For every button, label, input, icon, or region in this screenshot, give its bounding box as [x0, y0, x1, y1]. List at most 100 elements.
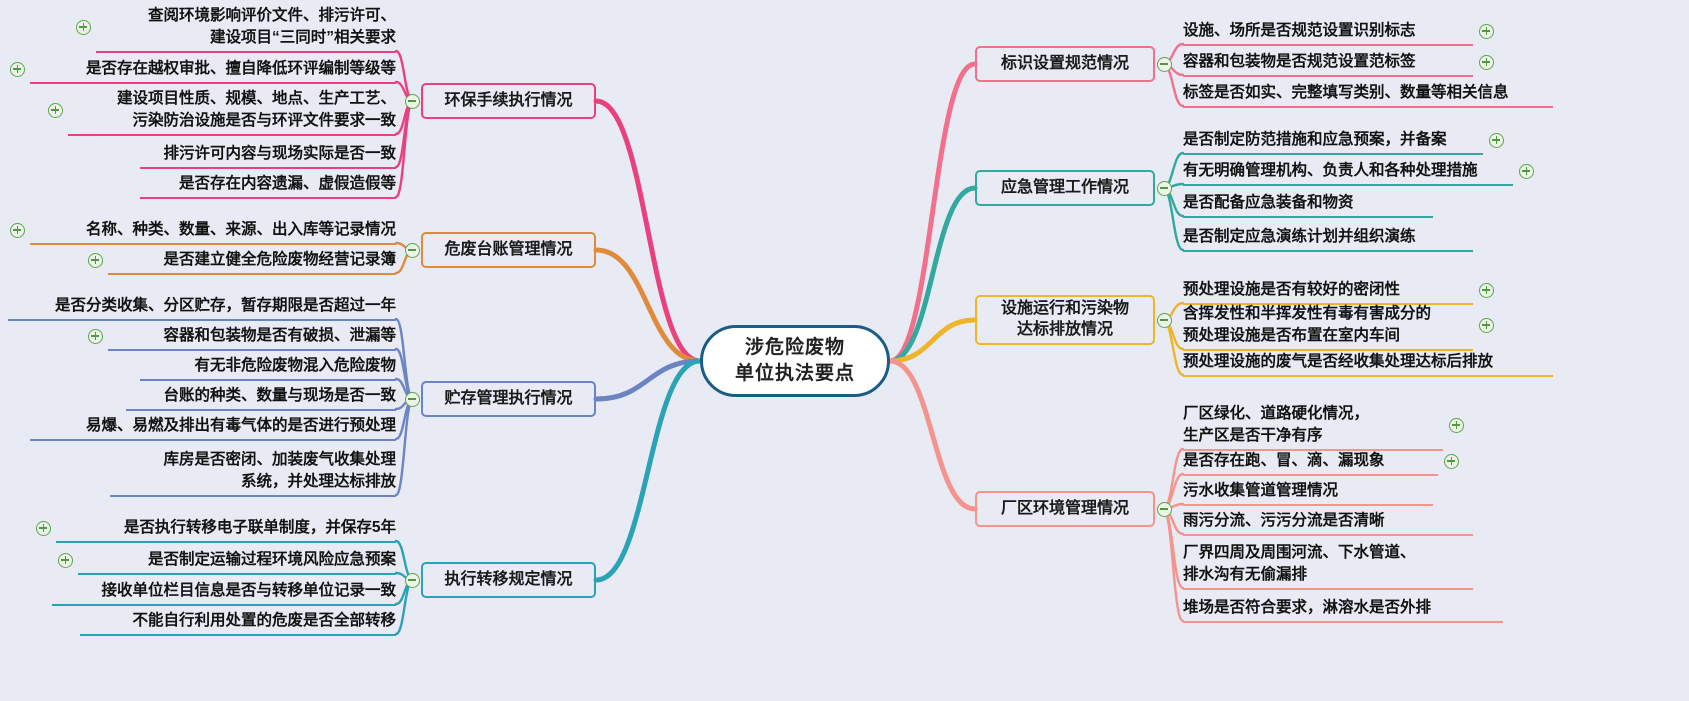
expand-toggle[interactable] [1479, 282, 1494, 298]
collapse-toggle-huanbao[interactable] [405, 93, 420, 109]
central-node-line: 单位执法要点 [734, 363, 855, 384]
leaf-node[interactable]: 预处理设施是否有较好的密闭性 [1183, 279, 1473, 305]
leaf-label: 是否执行转移电子联单制度，并保存5年 [123, 519, 396, 536]
collapse-toggle-biaoshi[interactable] [1157, 56, 1172, 72]
expand-toggle[interactable] [10, 222, 25, 238]
leaf-node[interactable]: 预处理设施的废气是否经收集处理达标后排放 [1183, 351, 1553, 377]
leaf-label: 设施、场所是否规范设置识别标志 [1183, 22, 1416, 39]
leaf-label: 是否存在内容遗漏、虚假造假等 [178, 175, 396, 192]
collapse-toggle-yingji[interactable] [1157, 180, 1172, 196]
leaf-node[interactable]: 容器和包装物是否有破损、泄漏等 [108, 325, 396, 351]
topic-node-zhuanyi[interactable]: 执行转移规定情况 [421, 562, 596, 598]
leaf-label: 标签是否如实、完整填写类别、数量等相关信息 [1183, 84, 1509, 101]
leaf-node[interactable]: 建设项目性质、规模、地点、生产工艺、 污染防治设施是否与环评文件要求一致 [68, 88, 396, 136]
expand-toggle[interactable] [88, 328, 103, 344]
topic-node-taizhang[interactable]: 危废台账管理情况 [421, 232, 596, 268]
central-node[interactable]: 涉危险废物单位执法要点 [700, 325, 890, 397]
leaf-node[interactable]: 易爆、易燃及排出有毒气体的是否进行预处理 [30, 415, 396, 441]
topic-node-changqu[interactable]: 厂区环境管理情况 [975, 491, 1155, 527]
leaf-node[interactable]: 设施、场所是否规范设置识别标志 [1183, 20, 1473, 46]
leaf-node[interactable]: 是否存在内容遗漏、虚假造假等 [140, 173, 396, 199]
leaf-node[interactable]: 是否执行转移电子联单制度，并保存5年 [56, 517, 396, 543]
topic-node-zhucun[interactable]: 贮存管理执行情况 [421, 381, 596, 417]
expand-toggle[interactable] [36, 520, 51, 536]
leaf-label: 预处理设施的废气是否经收集处理达标后排放 [1183, 353, 1494, 370]
expand-toggle[interactable] [1479, 317, 1494, 333]
expand-toggle[interactable] [1489, 132, 1504, 148]
leaf-label: 是否存在跑、冒、滴、漏现象 [1183, 452, 1385, 469]
leaf-node[interactable]: 排污许可内容与现场实际是否一致 [140, 143, 396, 169]
leaf-node[interactable]: 标签是否如实、完整填写类别、数量等相关信息 [1183, 82, 1553, 108]
expand-toggle[interactable] [76, 19, 91, 35]
leaf-label: 预处理设施是否有较好的密闭性 [1183, 281, 1401, 298]
topic-label: 设施运行和污染物 达标排放情况 [1000, 300, 1129, 338]
collapse-toggle-changqu[interactable] [1157, 501, 1172, 517]
collapse-toggle-zhuanyi[interactable] [405, 572, 420, 588]
leaf-label: 查阅环境影响评价文件、排污许可、 建设项目“三同时”相关要求 [147, 7, 396, 46]
leaf-node[interactable]: 是否配备应急装备和物资 [1183, 192, 1433, 218]
expand-toggle[interactable] [1519, 163, 1534, 179]
leaf-node[interactable]: 台账的种类、数量与现场是否一致 [126, 385, 396, 411]
leaf-label: 容器和包装物是否规范设置范标签 [1183, 53, 1416, 70]
leaf-label: 是否分类收集、分区贮存，暂存期限是否超过一年 [54, 297, 396, 314]
leaf-label: 厂区绿化、道路硬化情况， 生产区是否干净有序 [1183, 405, 1370, 444]
leaf-node[interactable]: 堆场是否符合要求，淋溶水是否外排 [1183, 597, 1503, 623]
leaf-node[interactable]: 污水收集管道管理情况 [1183, 480, 1433, 506]
topic-node-biaoshi[interactable]: 标识设置规范情况 [975, 46, 1155, 82]
leaf-label: 易爆、易燃及排出有毒气体的是否进行预处理 [85, 417, 396, 434]
leaf-node[interactable]: 是否制定运输过程环境风险应急预案 [78, 549, 396, 575]
leaf-node[interactable]: 容器和包装物是否规范设置范标签 [1183, 51, 1473, 77]
topic-node-yingji[interactable]: 应急管理工作情况 [975, 170, 1155, 206]
leaf-node[interactable]: 接收单位栏目信息是否与转移单位记录一致 [52, 580, 396, 606]
leaf-node[interactable]: 是否存在跑、冒、滴、漏现象 [1183, 450, 1438, 476]
leaf-node[interactable]: 有无明确管理机构、负责人和各种处理措施 [1183, 160, 1513, 186]
expand-toggle[interactable] [88, 252, 103, 268]
topic-label: 危废台账管理情况 [444, 240, 573, 258]
leaf-label: 名称、种类、数量、来源、出入库等记录情况 [85, 221, 396, 238]
leaf-node[interactable]: 名称、种类、数量、来源、出入库等记录情况 [30, 219, 396, 245]
leaf-node[interactable]: 含挥发性和半挥发性有毒有害成分的 预处理设施是否布置在室内车间 [1183, 303, 1473, 351]
leaf-label: 排污许可内容与现场实际是否一致 [163, 145, 396, 162]
leaf-label: 污水收集管道管理情况 [1183, 482, 1339, 499]
expand-toggle[interactable] [1479, 54, 1494, 70]
leaf-node[interactable]: 是否制定防范措施和应急预案，并备案 [1183, 129, 1483, 155]
leaf-node[interactable]: 查阅环境影响评价文件、排污许可、 建设项目“三同时”相关要求 [96, 5, 396, 53]
leaf-label: 库房是否密闭、加装废气收集处理 系统，并处理达标排放 [163, 451, 396, 490]
collapse-toggle-taizhang[interactable] [405, 242, 420, 258]
leaf-node[interactable]: 是否制定应急演练计划并组织演练 [1183, 226, 1473, 252]
central-node-line: 涉危险废物 [744, 337, 845, 359]
leaf-node[interactable]: 厂界四周及周围河流、下水管道、 排水沟有无偷漏排 [1183, 542, 1473, 590]
leaf-node[interactable]: 不能自行利用处置的危废是否全部转移 [80, 610, 396, 636]
topic-label: 环保手续执行情况 [444, 91, 573, 109]
leaf-label: 接收单位栏目信息是否与转移单位记录一致 [101, 582, 396, 599]
leaf-node[interactable]: 是否分类收集、分区贮存，暂存期限是否超过一年 [8, 295, 396, 321]
leaf-label: 堆场是否符合要求，淋溶水是否外排 [1183, 599, 1432, 616]
leaf-node[interactable]: 是否建立健全危险废物经营记录簿 [108, 249, 396, 275]
leaf-label: 含挥发性和半挥发性有毒有害成分的 预处理设施是否布置在室内车间 [1183, 305, 1432, 344]
leaf-label: 是否制定应急演练计划并组织演练 [1183, 228, 1416, 245]
leaf-label: 雨污分流、污污分流是否清晰 [1183, 512, 1385, 529]
expand-toggle[interactable] [1479, 23, 1494, 39]
expand-toggle[interactable] [58, 552, 73, 568]
topic-node-huanbao[interactable]: 环保手续执行情况 [421, 83, 596, 119]
leaf-label: 是否建立健全危险废物经营记录簿 [163, 251, 396, 268]
collapse-toggle-sheshi[interactable] [1157, 312, 1172, 328]
expand-toggle[interactable] [1449, 417, 1464, 433]
topic-label: 标识设置规范情况 [1000, 54, 1129, 72]
leaf-node[interactable]: 有无非危险废物混入危险废物 [140, 355, 396, 381]
leaf-node[interactable]: 雨污分流、污污分流是否清晰 [1183, 510, 1473, 536]
leaf-label: 建设项目性质、规模、地点、生产工艺、 污染防治设施是否与环评文件要求一致 [116, 90, 396, 129]
topic-label: 执行转移规定情况 [444, 570, 573, 588]
leaf-label: 台账的种类、数量与现场是否一致 [163, 387, 396, 404]
leaf-label: 有无明确管理机构、负责人和各种处理措施 [1183, 162, 1478, 179]
expand-toggle[interactable] [1444, 453, 1459, 469]
leaf-node[interactable]: 是否存在越权审批、擅自降低环评编制等级等 [30, 58, 396, 84]
expand-toggle[interactable] [48, 102, 63, 118]
topic-node-sheshi[interactable]: 设施运行和污染物 达标排放情况 [975, 295, 1155, 345]
leaf-label: 是否制定防范措施和应急预案，并备案 [1183, 131, 1447, 148]
collapse-toggle-zhucun[interactable] [405, 391, 420, 407]
leaf-node[interactable]: 厂区绿化、道路硬化情况， 生产区是否干净有序 [1183, 403, 1443, 451]
leaf-node[interactable]: 库房是否密闭、加装废气收集处理 系统，并处理达标排放 [110, 449, 396, 497]
expand-toggle[interactable] [10, 61, 25, 77]
